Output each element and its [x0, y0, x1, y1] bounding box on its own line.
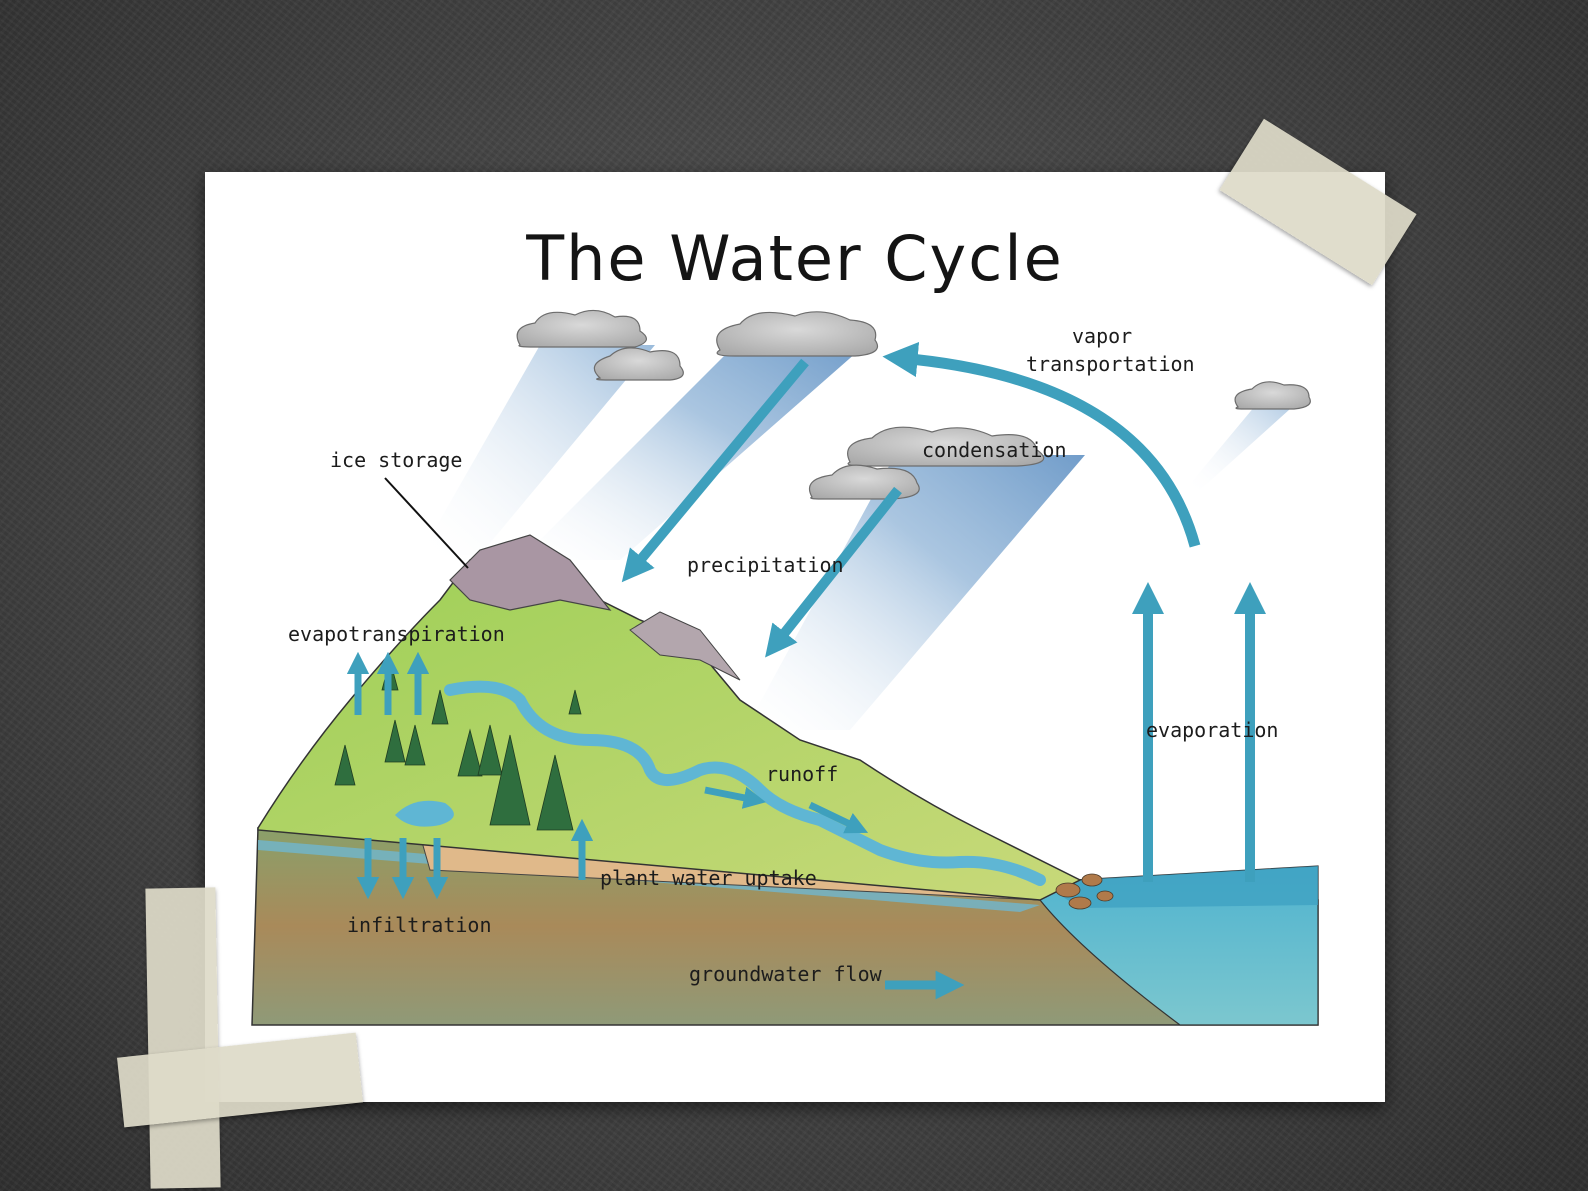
- process-arrows: [346, 342, 1267, 1000]
- runoff-arrow-2: [808, 801, 869, 834]
- precipitation-arrow: [621, 358, 809, 583]
- tape-bottom-left-vertical: [145, 887, 221, 1189]
- shore-rocks: [1055, 873, 1114, 910]
- label-groundwater-flow: groundwater flow: [689, 962, 882, 986]
- cloud-4: [847, 426, 1045, 467]
- vapor-transportation-arrow: [882, 342, 1201, 548]
- tree: [334, 744, 356, 786]
- cloud-5: [808, 464, 920, 500]
- precipitation-arrow-2: [765, 486, 902, 658]
- label-plant-water-uptake: plant water uptake: [600, 866, 817, 890]
- cloud-6: [1234, 381, 1311, 410]
- label-ice-storage: ice storage: [330, 448, 463, 472]
- cloud-3: [716, 311, 879, 357]
- river: [444, 680, 1046, 886]
- label-precipitation: precipitation: [687, 553, 844, 577]
- mountain-peak-2: [629, 611, 741, 681]
- label-evapotranspiration: evapotranspiration: [288, 622, 505, 646]
- label-infiltration: infiltration: [347, 913, 492, 937]
- tree: [431, 689, 449, 725]
- cloud-1: [516, 309, 647, 348]
- trees: [334, 658, 582, 831]
- hillside: [257, 539, 1082, 901]
- tree: [457, 728, 483, 777]
- tree: [384, 719, 406, 763]
- tree: [568, 689, 582, 715]
- runoff-arrow-1: [704, 786, 766, 809]
- label-condensation: condensation: [922, 438, 1067, 462]
- tree: [477, 724, 503, 776]
- tree: [536, 754, 574, 831]
- pond: [395, 800, 454, 827]
- label-vapor: vapor: [1072, 324, 1133, 348]
- label-evaporation: evaporation: [1146, 718, 1279, 742]
- cloud-2: [593, 347, 684, 381]
- ice-storage-pointer: [384, 477, 469, 569]
- terrain: [251, 534, 1319, 1026]
- clouds: [516, 309, 1311, 500]
- mountain-peak: [449, 534, 612, 611]
- diagram-title: The Water Cycle: [526, 222, 1064, 295]
- tree: [404, 724, 426, 766]
- tree: [489, 734, 531, 826]
- label-transportation: transportation: [1026, 352, 1195, 376]
- label-runoff: runoff: [766, 762, 839, 786]
